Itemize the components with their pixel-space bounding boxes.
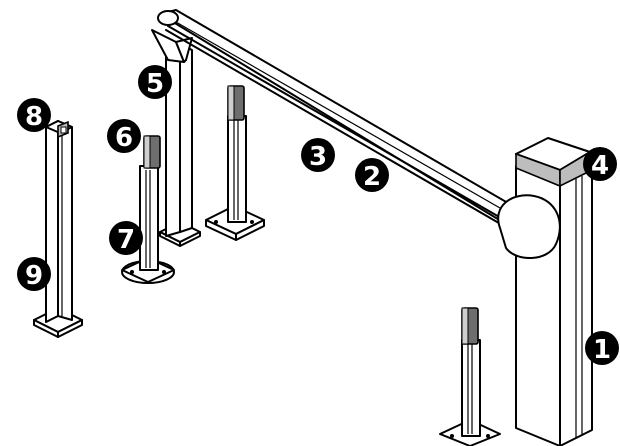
photocell-post-middle — [205, 85, 265, 241]
photocell-post-left — [121, 135, 175, 284]
callout-7-label: 7 — [117, 225, 135, 255]
support-post — [151, 29, 201, 247]
callout-1: 1 — [585, 331, 619, 365]
callout-5: 5 — [138, 65, 172, 99]
barrier-cabinet — [497, 137, 593, 446]
motor-cover — [497, 194, 561, 260]
callout-3: 3 — [301, 138, 335, 172]
callout-5-label: 5 — [146, 69, 164, 99]
boom-arm — [157, 9, 521, 227]
callout-6-label: 6 — [115, 123, 133, 153]
remote-post — [33, 120, 83, 338]
callout-2: 2 — [355, 158, 389, 192]
callout-3-label: 3 — [309, 142, 327, 172]
callout-9: 9 — [17, 257, 51, 291]
callout-8-label: 8 — [25, 102, 43, 132]
callout-9-label: 9 — [25, 261, 43, 291]
callout-2-label: 2 — [363, 162, 381, 192]
photocell-post-front — [439, 307, 501, 446]
callout-8: 8 — [17, 98, 51, 132]
callout-1-label: 1 — [593, 335, 611, 365]
callout-4: 4 — [583, 147, 617, 181]
callout-6: 6 — [107, 119, 141, 153]
callout-4-label: 4 — [591, 151, 609, 181]
callout-7: 7 — [109, 221, 143, 255]
